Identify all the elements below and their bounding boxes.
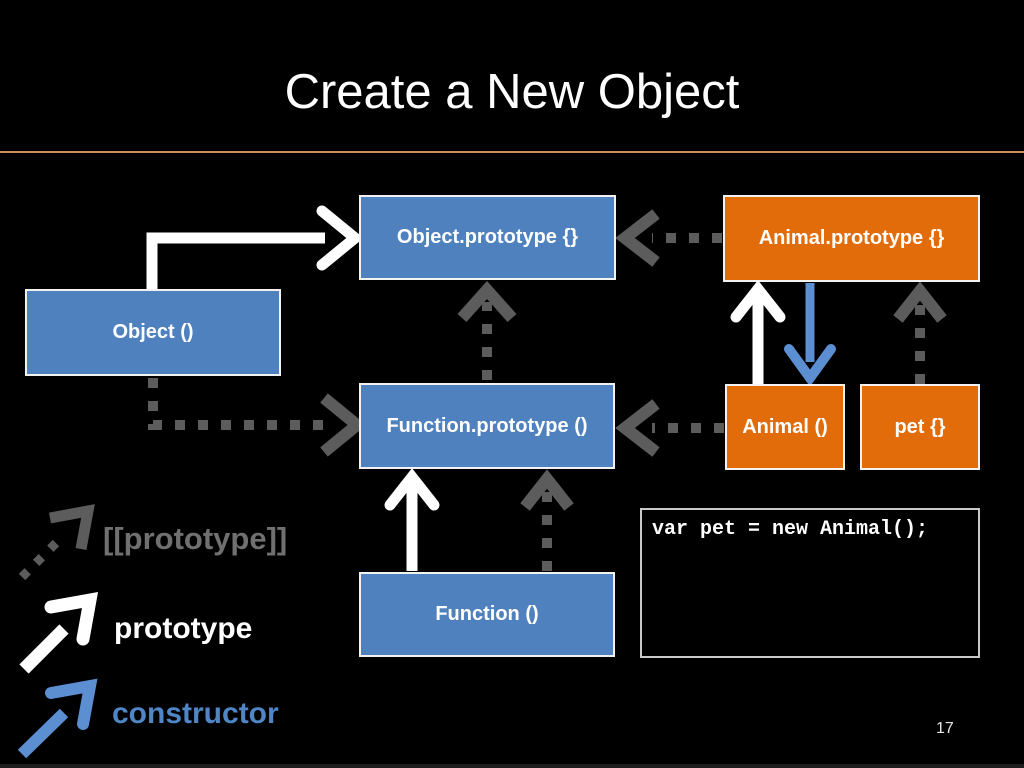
legend-label-constructor: constructor	[112, 697, 279, 730]
node-label: Animal.prototype {}	[758, 227, 945, 249]
arrow-animal-prototype-to-object-prototype	[615, 209, 722, 267]
code-box: var pet = new Animal();	[640, 508, 980, 658]
node-function-function: Function ()	[359, 572, 615, 657]
legend-gray-dashed-arrow-icon	[18, 504, 95, 581]
arrow-animal-to-animal-prototype	[730, 280, 786, 384]
node-pet-object: pet {}	[860, 384, 980, 470]
slide-title: Create a New Object	[284, 65, 740, 119]
node-animal-function: Animal ()	[725, 384, 845, 470]
node-label: Function.prototype ()	[386, 414, 588, 437]
node-object-function: Object ()	[25, 289, 281, 376]
arrow-animal-to-function-prototype	[615, 399, 724, 457]
node-label: Animal ()	[742, 415, 828, 438]
arrow-object-to-object-prototype	[146, 205, 364, 289]
legend-blue-arrow-icon	[17, 678, 98, 759]
legend-label-prototype-link: [[prototype]]	[103, 521, 288, 556]
legend-label-prototype: prototype	[114, 612, 253, 645]
title-underline	[0, 151, 1024, 153]
legend-white-arrow-icon	[19, 591, 99, 674]
node-label: pet {}	[894, 415, 946, 438]
arrow-function-prototype-to-object-prototype	[457, 280, 517, 380]
arrow-function-to-function-prototype	[384, 468, 440, 571]
node-function-prototype: Function.prototype ()	[359, 383, 615, 469]
node-object-prototype: Object.prototype {}	[359, 195, 616, 280]
slide-bottom-edge	[0, 764, 1024, 768]
node-animal-prototype: Animal.prototype {}	[723, 195, 980, 282]
arrow-object-to-function-prototype	[148, 378, 367, 457]
node-label: Object ()	[112, 321, 194, 343]
page-number: 17	[936, 720, 954, 737]
arrow-animal-prototype-to-animal	[784, 283, 836, 387]
code-snippet: var pet = new Animal();	[652, 518, 929, 541]
arrow-function-to-function-prototype-dashed	[520, 469, 574, 571]
node-label: Function ()	[435, 603, 539, 625]
node-label: Object.prototype {}	[396, 226, 579, 248]
arrow-pet-to-animal-prototype	[893, 281, 947, 384]
